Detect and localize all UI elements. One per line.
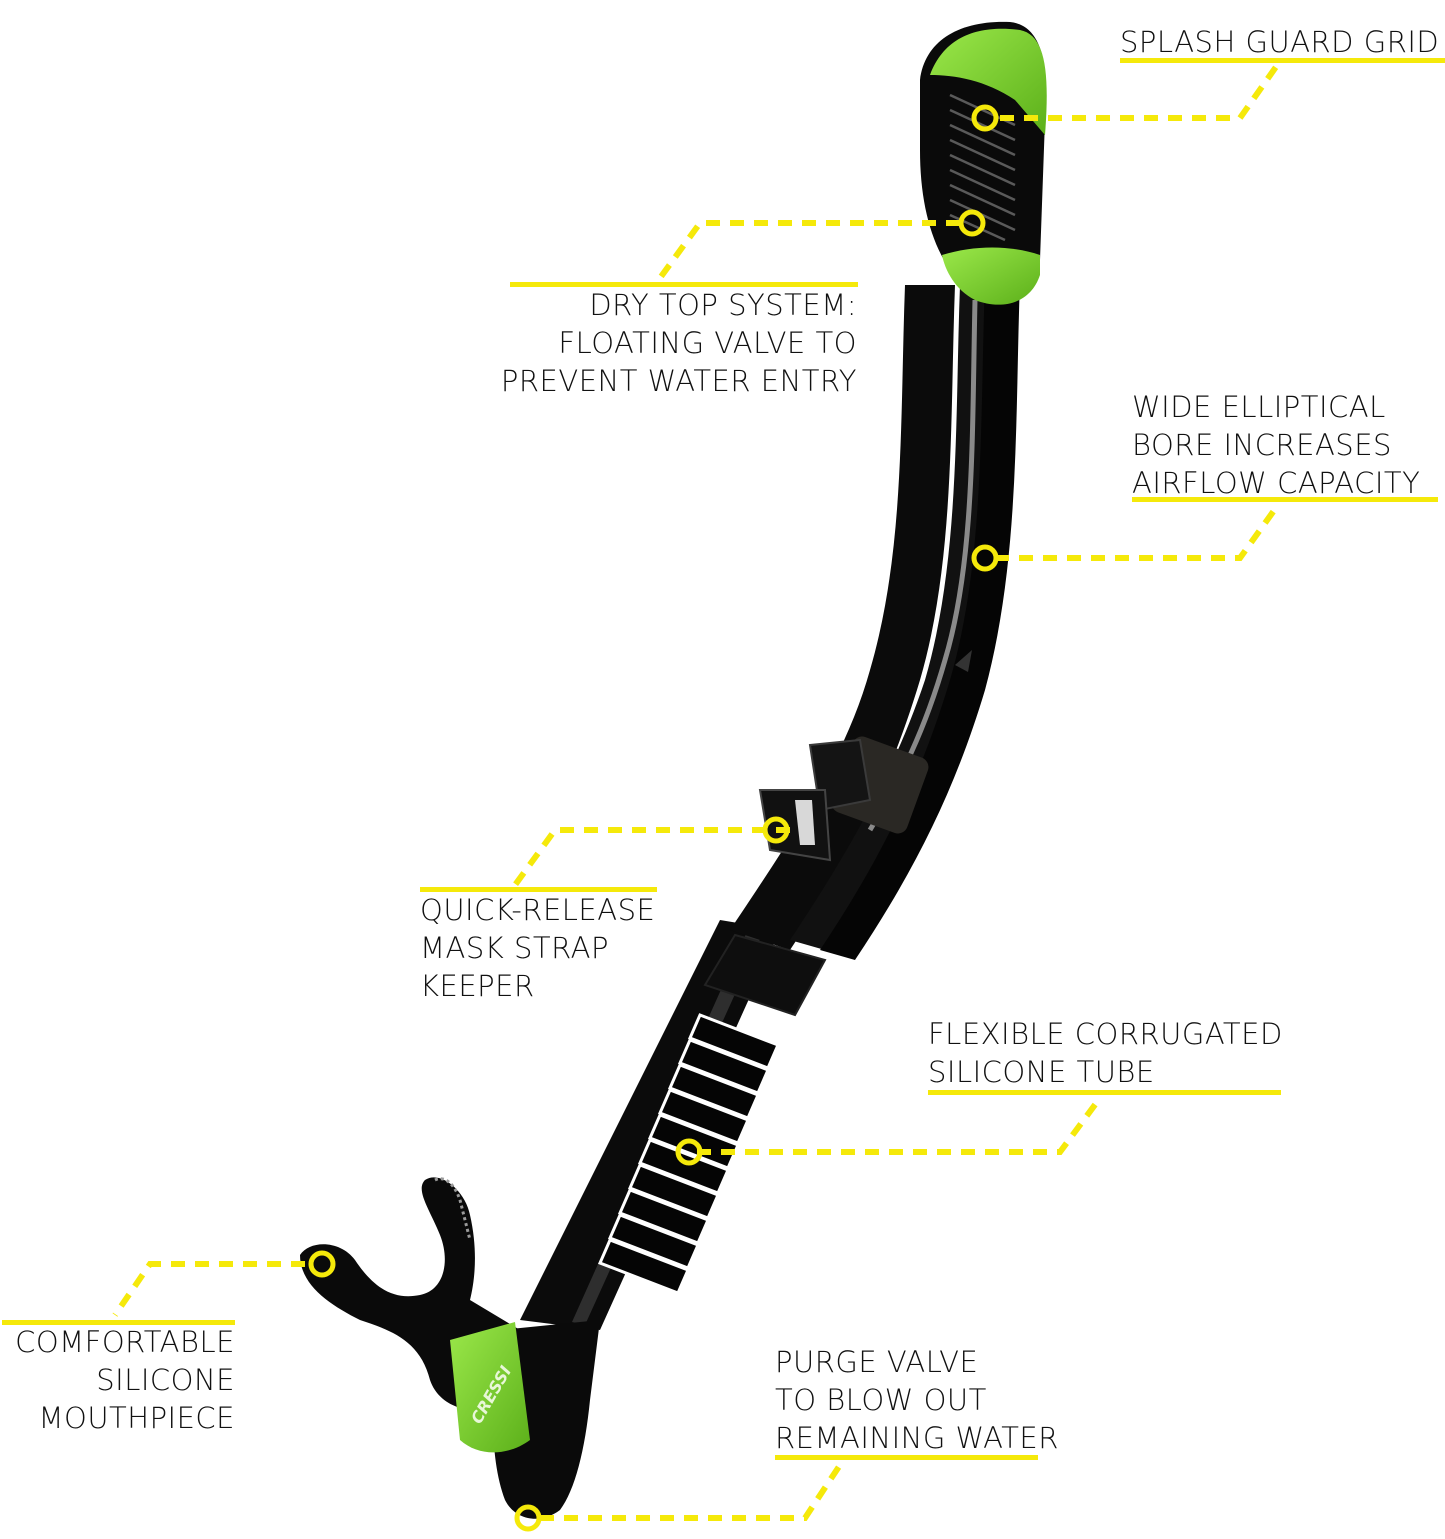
leader-purge-valve xyxy=(540,1463,843,1521)
callout-splash-guard-grid: SPLASH GUARD GRID xyxy=(1120,23,1439,61)
callout-underline xyxy=(2,1320,235,1325)
callout-underline xyxy=(1132,497,1438,502)
leader-mouthpiece xyxy=(112,1261,305,1317)
marker-elliptical-bore xyxy=(971,544,999,572)
callout-line: FLOATING VALVE TO xyxy=(558,326,857,360)
callout-line: SPLASH GUARD GRID xyxy=(1120,25,1440,59)
callout-elliptical-bore: WIDE ELLIPTICAL BORE INCREASES AIRFLOW C… xyxy=(1132,388,1420,502)
callout-strap-keeper: QUICK-RELEASE MASK STRAP KEEPER xyxy=(420,891,655,1005)
leader-splash-guard xyxy=(1000,62,1281,121)
callout-corrugated-tube: FLEXIBLE CORRUGATED SILICONE TUBE xyxy=(928,1015,1283,1091)
callout-line: QUICK-RELEASE xyxy=(420,893,656,927)
callout-underline xyxy=(928,1090,1281,1095)
callout-line: REMAINING WATER xyxy=(775,1421,1059,1455)
leader-strap-keeper xyxy=(512,827,790,887)
callout-leaders xyxy=(112,62,1281,1521)
dry-top-valve xyxy=(920,21,1047,305)
callout-line: BORE INCREASES xyxy=(1132,428,1392,462)
callout-line: FLEXIBLE CORRUGATED xyxy=(928,1017,1283,1051)
callout-line: TO BLOW OUT xyxy=(775,1383,987,1417)
marker-purge-valve xyxy=(514,1504,542,1532)
leader-corrugated-tube xyxy=(697,1096,1103,1155)
marker-corrugated-tube xyxy=(675,1138,703,1166)
callout-line: COMFORTABLE xyxy=(15,1325,235,1359)
callout-line: DRY TOP SYSTEM: xyxy=(589,288,857,322)
leader-elliptical-bore xyxy=(995,503,1281,561)
callout-line: WIDE ELLIPTICAL xyxy=(1132,390,1386,424)
callout-dry-top-system: DRY TOP SYSTEM: FLOATING VALVE TO PREVEN… xyxy=(500,286,857,400)
marker-dry-top xyxy=(958,209,986,237)
callout-line: MOUTHPIECE xyxy=(38,1401,235,1435)
marker-splash-guard xyxy=(971,104,999,132)
marker-mouthpiece xyxy=(308,1250,336,1278)
callout-underline xyxy=(510,282,858,287)
callout-line: MASK STRAP xyxy=(420,931,609,965)
callout-underline xyxy=(775,1455,1038,1460)
strap-keeper xyxy=(758,736,929,862)
tube-collar xyxy=(703,933,827,1017)
mouthpiece: CRESSI xyxy=(300,1177,600,1519)
callout-mouthpiece: COMFORTABLE SILICONE MOUTHPIECE xyxy=(0,1323,235,1437)
callout-markers xyxy=(308,104,999,1532)
callout-line: PREVENT WATER ENTRY xyxy=(500,364,857,398)
callout-line: SILICONE TUBE xyxy=(928,1055,1155,1089)
callout-line: KEEPER xyxy=(420,969,535,1003)
leader-dry-top xyxy=(657,220,960,280)
callout-purge-valve: PURGE VALVE TO BLOW OUT REMAINING WATER xyxy=(775,1343,1059,1457)
callout-line: AIRFLOW CAPACITY xyxy=(1132,466,1421,500)
callout-underline xyxy=(420,887,657,892)
marker-strap-keeper xyxy=(762,816,790,844)
callout-line: PURGE VALVE xyxy=(775,1345,979,1379)
callout-line: SILICONE xyxy=(96,1363,235,1397)
callout-underline xyxy=(1120,58,1445,63)
